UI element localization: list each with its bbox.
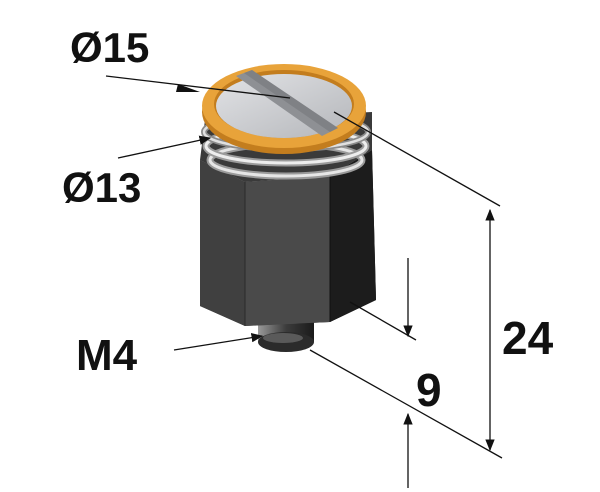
label-diameter-13: Ø13 — [62, 164, 141, 211]
hex-body — [200, 112, 376, 326]
label-height-9: 9 — [416, 364, 442, 416]
leader-diameter-15 — [105, 75, 291, 99]
cap-ring — [202, 64, 366, 154]
spring-plunger — [200, 64, 376, 352]
arrowhead-diameter-15 — [176, 84, 200, 92]
label-thread-m4: M4 — [76, 331, 138, 380]
dimension-lines — [105, 75, 503, 488]
label-diameter-15: Ø15 — [70, 24, 149, 71]
extension-body-bottom — [349, 301, 417, 341]
label-height-24: 24 — [502, 312, 554, 364]
leader-thread — [173, 333, 264, 351]
extension-stud-bottom — [309, 349, 503, 459]
leader-diameter-13 — [117, 135, 212, 159]
extension-top — [333, 111, 501, 207]
